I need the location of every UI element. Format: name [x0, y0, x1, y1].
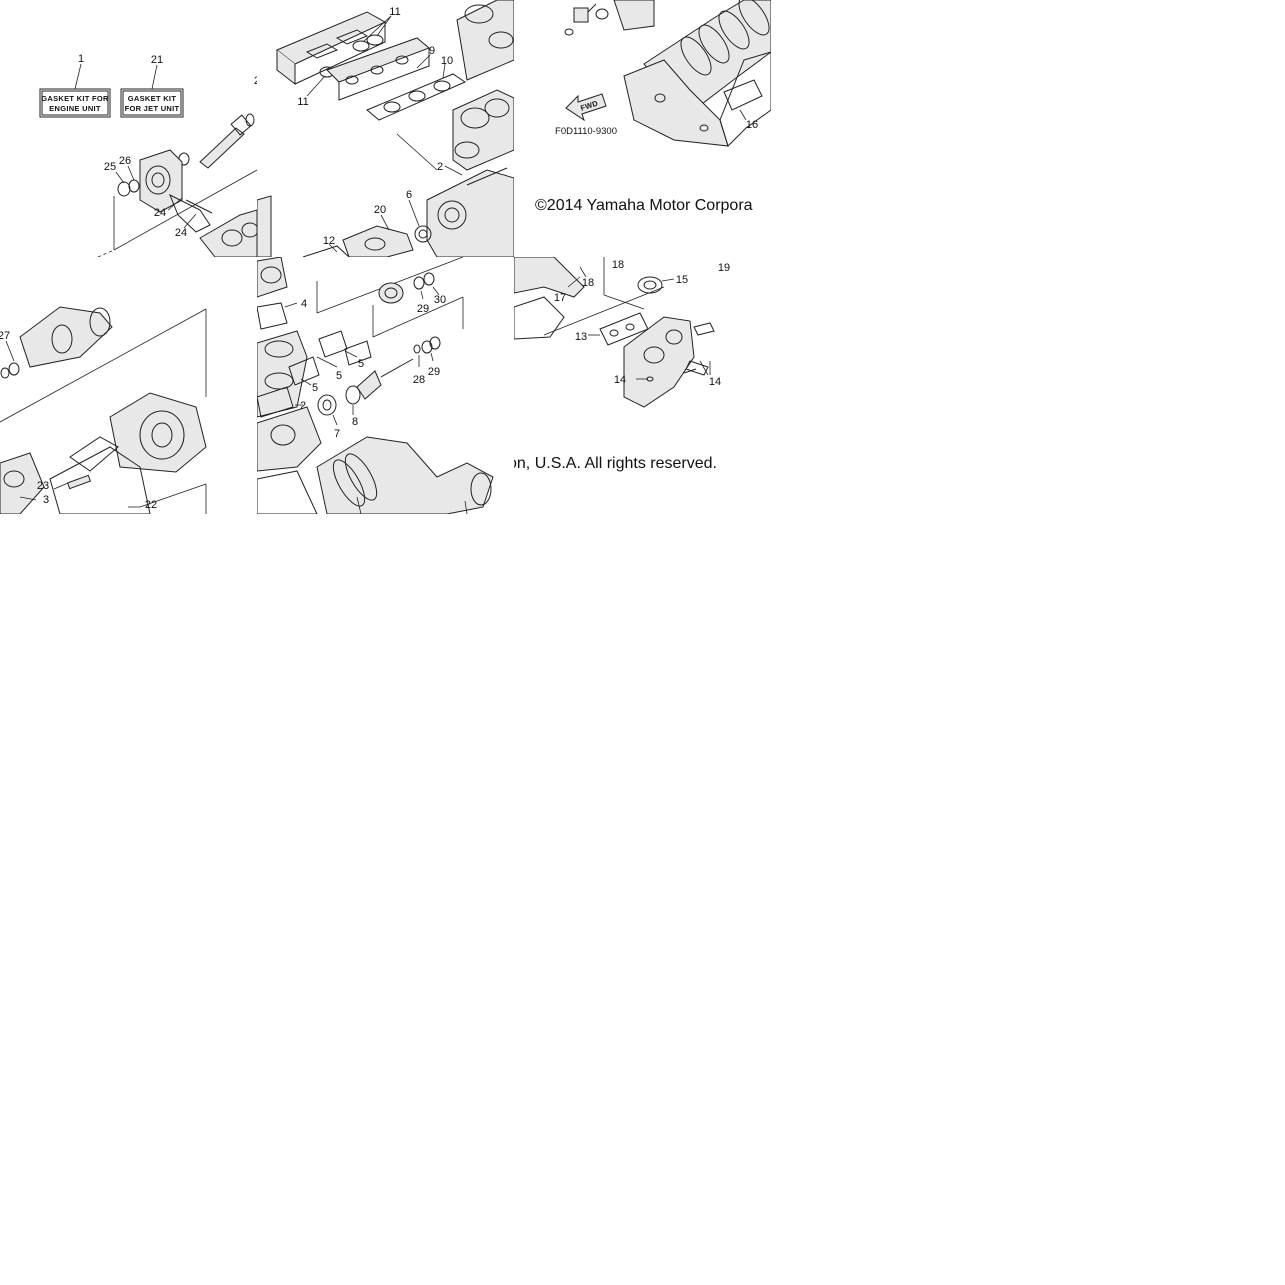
copyright-fragment-bottom: tion, U.S.A. All rights reserved.	[514, 455, 717, 472]
bottom-right-drawing: 18 19 17 18 15 13	[514, 257, 730, 408]
gasket-kit-jet-box: GASKET KIT FOR JET UNIT	[120, 88, 184, 118]
callout-24a: 24	[154, 207, 166, 219]
cylinder-block-top	[452, 0, 514, 171]
magneto-cover	[302, 225, 414, 257]
drive-shaft	[178, 113, 255, 169]
kit-engine-line2: ENGINE UNIT	[49, 104, 101, 113]
callout-15: 15	[676, 274, 688, 286]
callout-18b: 18	[582, 277, 594, 289]
callout-18a: 18	[612, 259, 624, 271]
gasket-kit-engine-box: GASKET KIT FOR ENGINE UNIT	[39, 88, 111, 118]
callout-2: 2	[254, 75, 257, 87]
callout-1: 1	[78, 53, 84, 65]
callout-30: 30	[434, 294, 446, 306]
kit-jet-line2: FOR JET UNIT	[125, 104, 180, 113]
callout-5b: 5	[358, 358, 364, 370]
callout-14a: 14	[614, 374, 626, 386]
jet-nozzle	[19, 306, 113, 368]
jet-housing	[139, 149, 213, 233]
coupler	[356, 282, 414, 400]
callout-3: 3	[43, 494, 49, 506]
callout-24b: 24	[175, 227, 187, 239]
callout-12: 12	[323, 235, 335, 247]
callout-16: 16	[746, 119, 758, 131]
fitting-top	[564, 0, 655, 36]
fwd-arrow-icon: FWD	[565, 93, 607, 122]
callout-28: 28	[413, 374, 425, 386]
callout-29a: 29	[417, 303, 429, 315]
kit-engine-line1: GASKET KIT FOR	[41, 94, 109, 103]
callout-23: 23	[37, 480, 49, 492]
tile-bottom-center: 4 5 5 5 2 7	[257, 257, 514, 514]
pump-housing	[69, 392, 207, 473]
top-right-drawing: 16 FWD F0D1110-9300	[555, 0, 771, 147]
top-left-drawing: GASKET KIT FOR ENGINE UNIT 1 GASKET KIT …	[39, 53, 257, 257]
exhaust-lower	[316, 436, 494, 514]
callout-20: 20	[374, 204, 386, 216]
cylinders	[257, 330, 372, 418]
callout-19: 19	[718, 262, 730, 274]
bottom-left-drawing: 27 23 3 22	[0, 306, 207, 514]
callout-5a: 5	[336, 370, 342, 382]
callout-26: 26	[119, 155, 131, 167]
crankcase	[426, 167, 514, 257]
kit-jet-line1: GASKET KIT	[128, 94, 177, 103]
o-ring-26	[128, 179, 140, 193]
tile-top-right: 16 FWD F0D1110-9300 ©2014 Yamaha Motor C…	[514, 0, 771, 257]
callout-27: 27	[0, 330, 10, 342]
top-center-drawing: 11 11 9 10	[257, 0, 514, 257]
copyright-fragment-top: ©2014 Yamaha Motor Corpora	[535, 197, 753, 214]
callout-29b: 29	[428, 366, 440, 378]
callout-5c: 5	[312, 382, 318, 394]
callout-21: 21	[151, 54, 163, 66]
callout-4: 4	[301, 298, 307, 310]
callout-8: 8	[352, 416, 358, 428]
callout-25: 25	[104, 161, 116, 173]
head-gasket	[366, 73, 467, 121]
tile-top-center: 11 11 9 10	[257, 0, 514, 257]
callout-13: 13	[575, 331, 587, 343]
exhaust-manifold	[623, 316, 715, 408]
callout-11a: 11	[389, 6, 400, 18]
callout-11b: 11	[297, 96, 308, 108]
o-ring-25	[117, 181, 131, 197]
tile-bottom-right: 18 19 17 18 15 13	[514, 257, 771, 514]
callout-14b: 14	[709, 376, 721, 388]
callout-10: 10	[441, 55, 453, 67]
tile-top-left: GASKET KIT FOR ENGINE UNIT 1 GASKET KIT …	[0, 0, 257, 257]
callout-17: 17	[554, 292, 566, 304]
callout-2: 2	[437, 161, 443, 173]
muffler	[623, 51, 771, 147]
callout-2: 2	[300, 400, 306, 412]
cylinder-head	[326, 37, 430, 101]
callout-9: 9	[429, 45, 435, 57]
tile-bottom-left: 27 23 3 22	[0, 257, 257, 514]
bottom-center-drawing: 4 5 5 5 2 7	[257, 257, 494, 514]
exhaust-manifold-left	[514, 257, 585, 340]
part-code: F0D1110-9300	[555, 126, 617, 137]
callout-6: 6	[406, 189, 412, 201]
callout-7: 7	[334, 428, 340, 440]
